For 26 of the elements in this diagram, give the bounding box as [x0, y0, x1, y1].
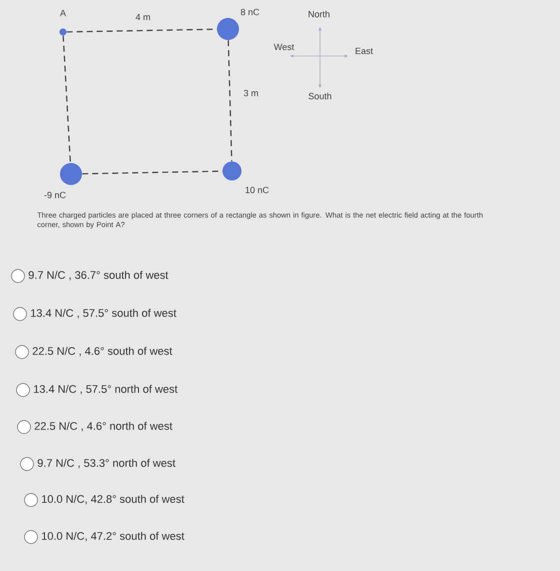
answer-option: 13.4 N/C , 57.5° north of west: [34, 384, 178, 394]
compass-label: West: [274, 44, 294, 50]
dimension-label: 3 m: [244, 90, 258, 96]
dimension-label: 4 m: [136, 14, 150, 20]
answer-option: 10.0 N/C, 42.8° south of west: [42, 494, 184, 504]
answer-option: 10.0 N/C, 47.2° south of west: [42, 532, 184, 542]
dashed-line: [62, 36, 71, 163]
charge-label: 8 nC: [240, 8, 260, 16]
answer-option: 13.4 N/C , 57.5° south of west: [31, 308, 176, 318]
charge-dot: [222, 162, 242, 180]
dashed-line: [82, 170, 222, 174]
answer-option: 22.5 N/C , 4.6° south of west: [32, 346, 172, 356]
charge-dot: [217, 18, 239, 40]
dashed-line: [228, 40, 232, 162]
compass-label: South: [308, 92, 332, 100]
compass-label: North: [308, 10, 330, 18]
charge-label: 10 nC: [246, 186, 269, 194]
dashed-line: [66, 28, 217, 33]
compass-label: East: [356, 48, 373, 54]
charge-dot: [60, 28, 66, 36]
answer-option: 9.7 N/C , 53.3° north of west: [38, 458, 176, 468]
charge-label: A: [60, 10, 66, 16]
charge-label: -9 nC: [44, 192, 66, 198]
answer-option: 9.7 N/C , 36.7° south of west: [28, 270, 168, 280]
answer-option: 22.5 N/C , 4.6° north of west: [34, 422, 172, 432]
charge-dot: [60, 163, 82, 185]
